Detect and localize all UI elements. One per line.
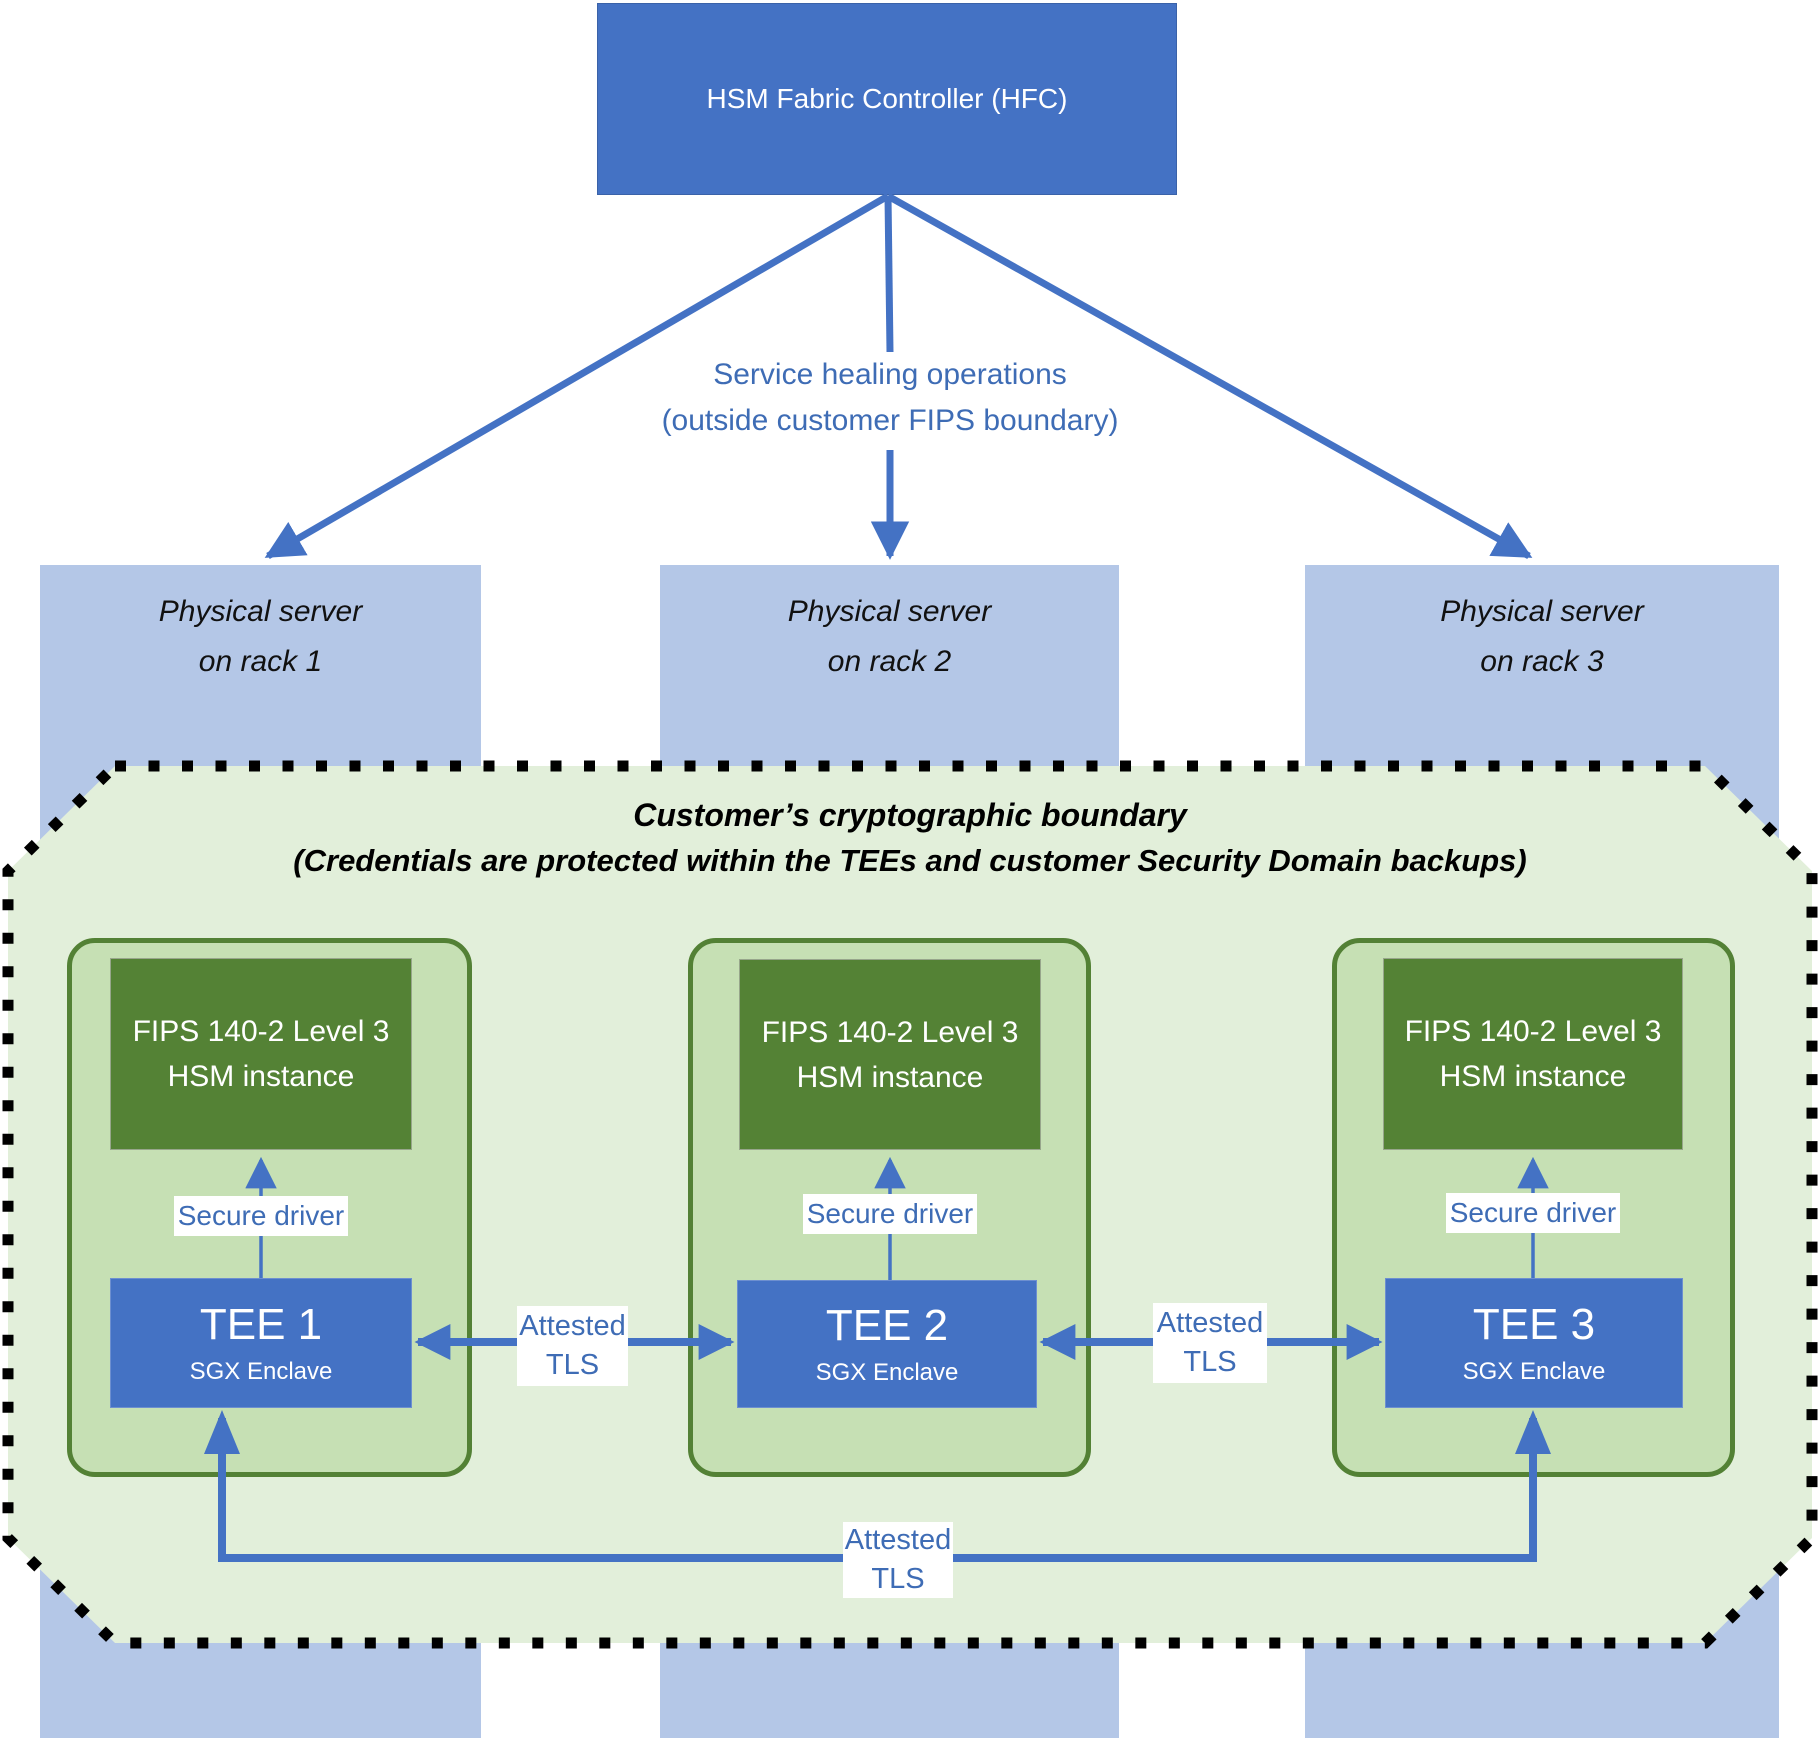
attested-tls-label-1-2: Attested TLS [517,1306,628,1386]
tee-2-title: TEE 2 [825,1301,949,1350]
hsm-3-label-line2: HSM instance [1439,1060,1627,1093]
secure-driver-label-2: Secure driver [803,1194,977,1234]
tee-3-title: TEE 3 [1472,1300,1596,1349]
attested-tls-2-3-line1: Attested [1156,1307,1264,1339]
tee-3-subtitle: SGX Enclave [1462,1358,1606,1385]
tee-1-title: TEE 1 [199,1300,323,1349]
hsm-2-label-line2: HSM instance [796,1060,984,1094]
rack-3-label-line2: on rack 3 [1480,645,1604,678]
attested-tls-1-2-line2: TLS [545,1349,600,1381]
attested-tls-label-2-3: Attested TLS [1153,1303,1267,1383]
rack-1-label-line1: Physical server [158,595,363,628]
hsm-1-label-line1: FIPS 140-2 Level 3 [132,1015,390,1048]
attested-tls-1-2-line1: Attested [519,1310,626,1342]
hsm-3-label-line1: FIPS 140-2 Level 3 [1404,1015,1662,1048]
hfc-box: HSM Fabric Controller (HFC) [597,3,1177,195]
secure-driver-text-1: Secure driver [177,1200,345,1231]
tee-2-box: TEE 2 SGX Enclave [737,1280,1037,1408]
tee-1-subtitle: SGX Enclave [189,1358,333,1385]
rack-1-label-line2: on rack 1 [198,645,323,678]
attested-tls-1-3-line1: Attested [844,1524,952,1556]
hsm-instance-box-3: FIPS 140-2 Level 3 HSM instance [1383,958,1683,1150]
boundary-title: Customer’s cryptographic boundary [633,797,1187,833]
boundary-title-block: Customer’s cryptographic boundary (Crede… [110,792,1710,884]
service-healing-line2: (outside customer FIPS boundary) [661,404,1119,437]
service-healing-label: Service healing operations (outside cust… [590,352,1190,444]
tee-2-subtitle: SGX Enclave [815,1359,959,1386]
rack-2-label-line2: on rack 2 [827,645,952,678]
attested-tls-label-1-3: Attested TLS [843,1522,953,1598]
attested-tls-1-3-line2: TLS [871,1563,925,1595]
hfc-label: HSM Fabric Controller (HFC) [706,83,1068,114]
secure-driver-label-3: Secure driver [1446,1193,1620,1233]
rack-3-label-line1: Physical server [1440,595,1644,628]
hsm-instance-box-1: FIPS 140-2 Level 3 HSM instance [110,958,412,1150]
tee-1-box: TEE 1 SGX Enclave [110,1278,412,1408]
attested-tls-2-3-line2: TLS [1183,1346,1237,1378]
tee-3-box: TEE 3 SGX Enclave [1385,1278,1683,1408]
secure-driver-text-2: Secure driver [806,1198,974,1229]
hsm-2-label-line1: FIPS 140-2 Level 3 [761,1015,1019,1049]
boundary-subtitle: (Credentials are protected within the TE… [293,843,1527,878]
service-healing-line1: Service healing operations [713,358,1067,391]
rack-2-label-line1: Physical server [787,595,992,628]
secure-driver-text-3: Secure driver [1449,1197,1617,1228]
secure-driver-label-1: Secure driver [174,1196,348,1236]
hsm-instance-box-2: FIPS 140-2 Level 3 HSM instance [739,959,1041,1150]
hsm-1-label-line2: HSM instance [167,1060,355,1093]
